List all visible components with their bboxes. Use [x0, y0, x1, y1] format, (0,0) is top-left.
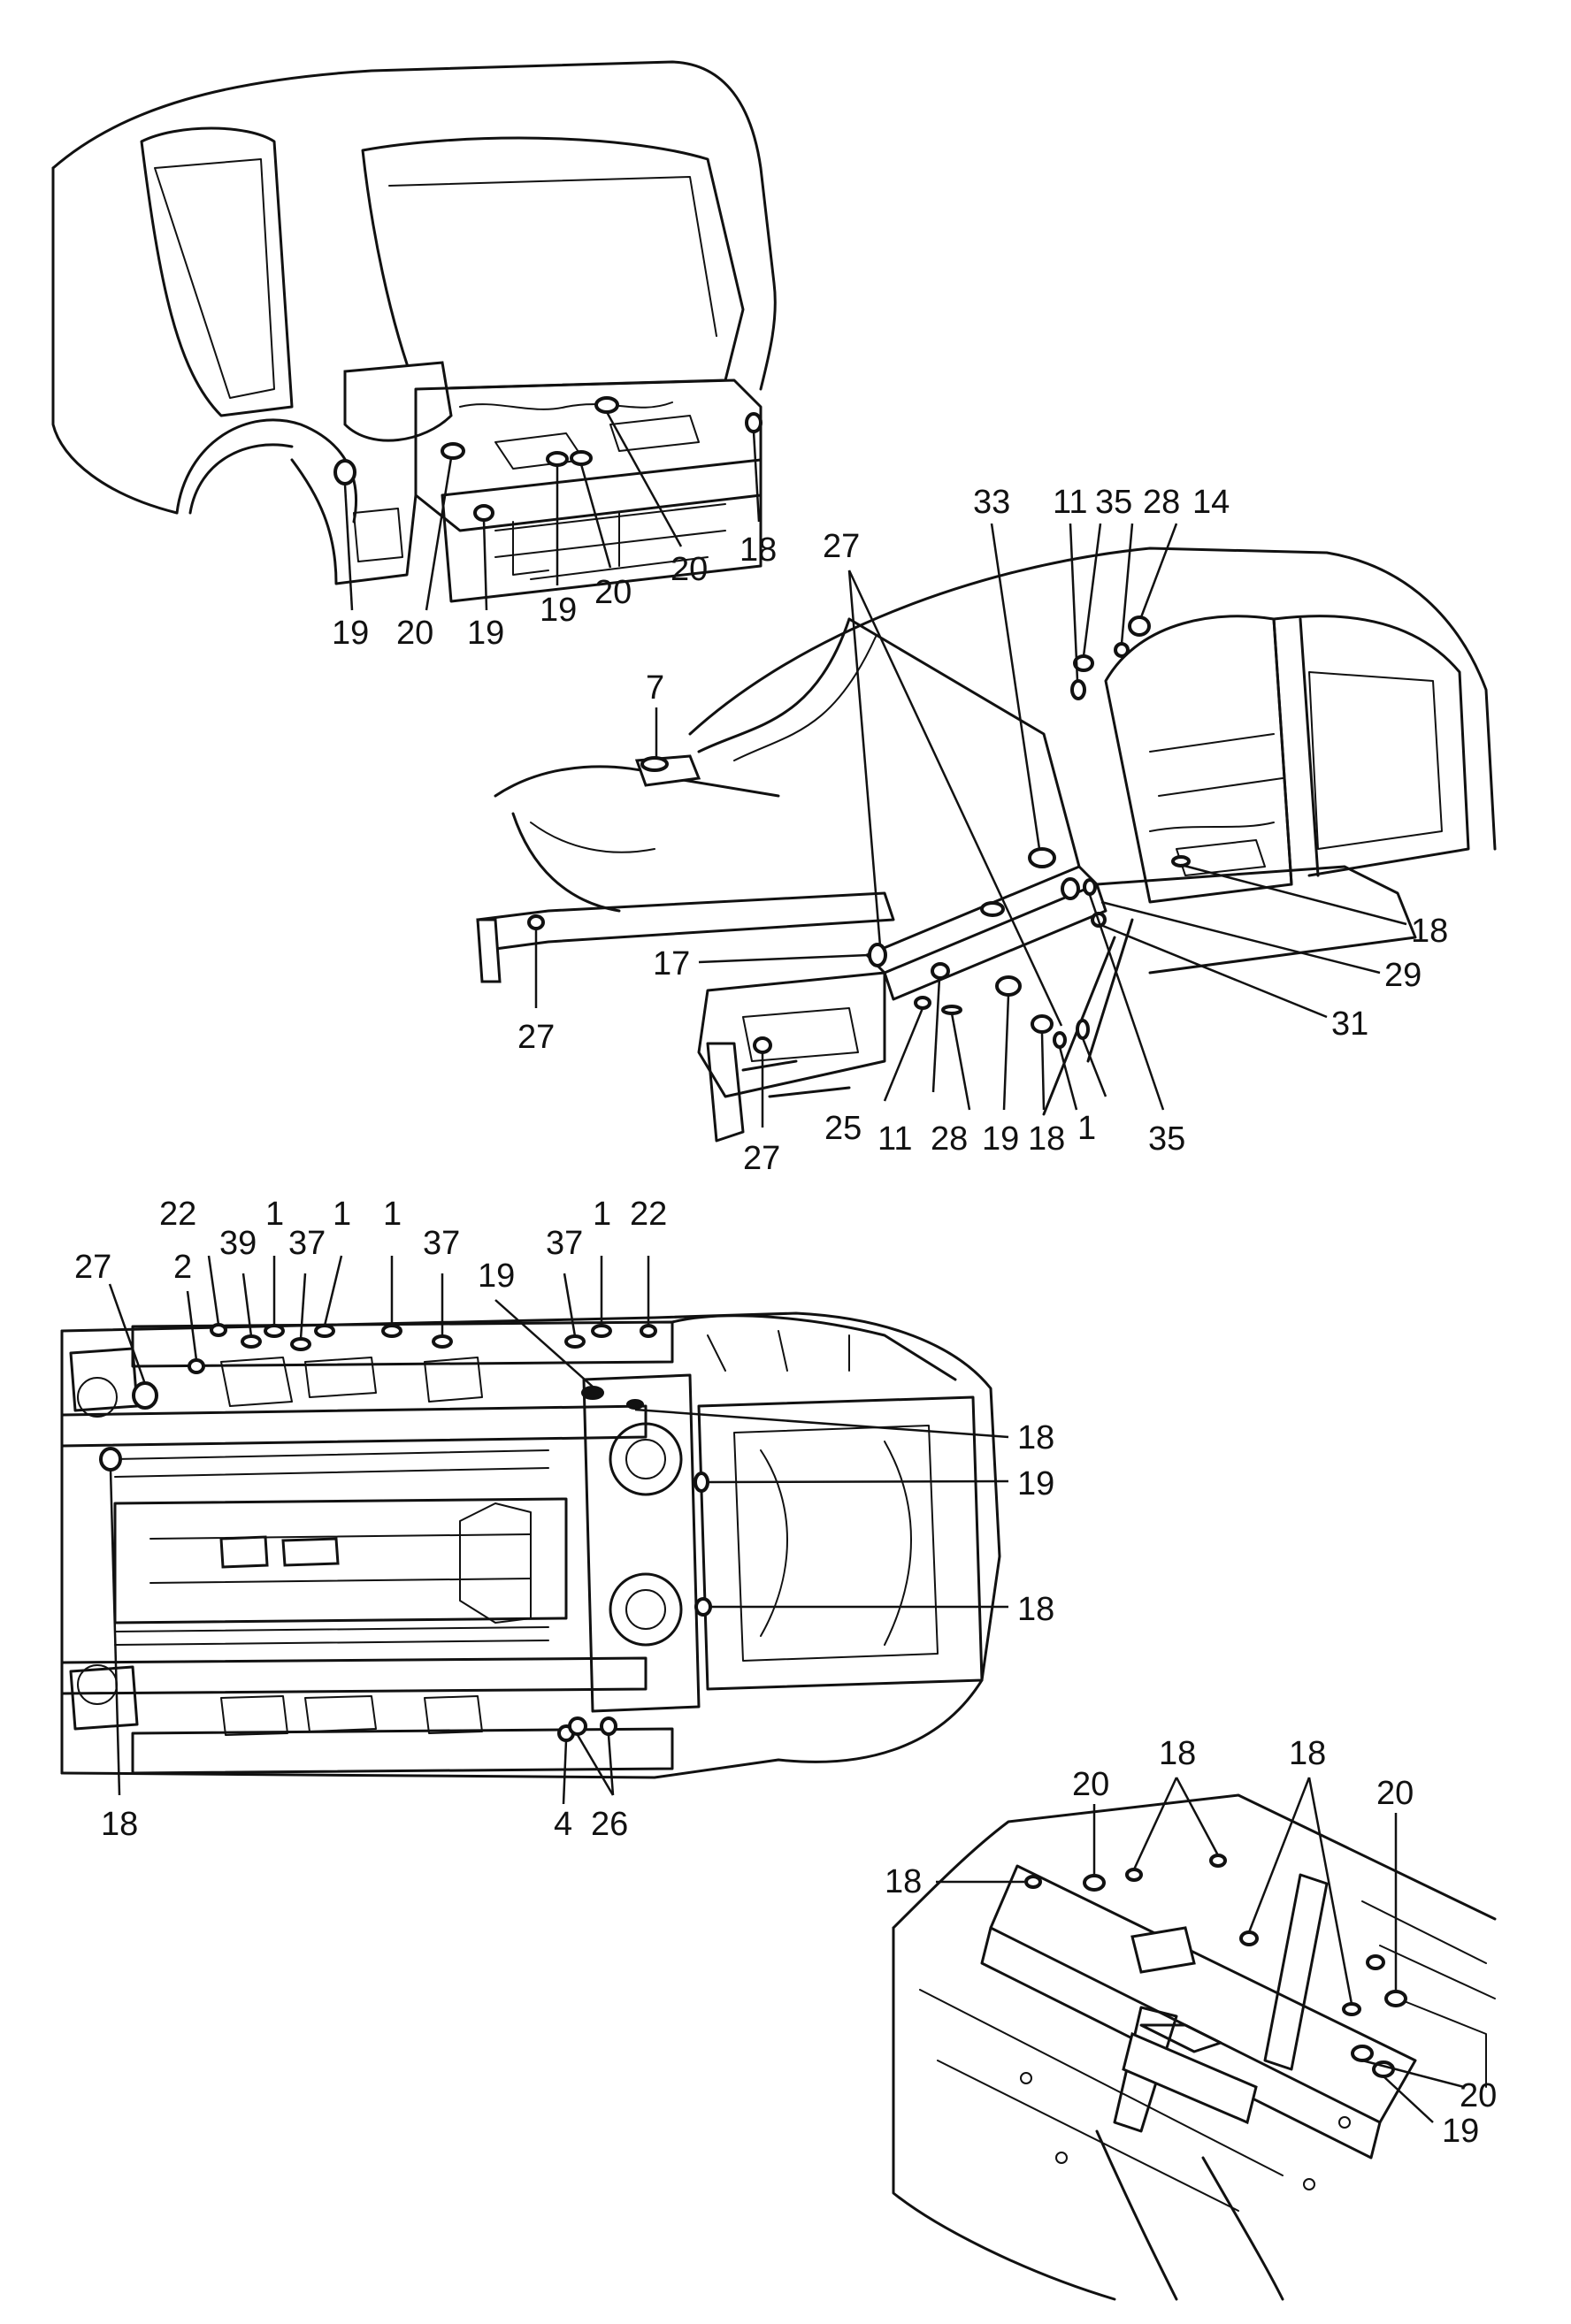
- callout-label: 29: [1384, 957, 1422, 994]
- callout-label: 20: [671, 551, 708, 588]
- callout-label: 27: [517, 1019, 555, 1056]
- callout-label: 19: [982, 1120, 1019, 1158]
- callout-label: 4: [554, 1806, 572, 1843]
- callout-label: 17: [653, 945, 690, 982]
- callout-label: 20: [1460, 2077, 1497, 2114]
- callout-label: 22: [159, 1196, 196, 1233]
- callout-label: 37: [288, 1225, 326, 1262]
- callout-label: 19: [332, 615, 369, 652]
- callout-label: 31: [1331, 1005, 1368, 1043]
- callout-label: 20: [396, 615, 433, 652]
- callout-label: 39: [219, 1225, 257, 1262]
- callout-label: 27: [823, 528, 860, 565]
- callout-label: 18: [885, 1863, 922, 1900]
- callout-label: 26: [591, 1806, 628, 1843]
- callout-label: 18: [1017, 1591, 1054, 1628]
- callout-label: 19: [540, 592, 577, 629]
- callout-label: 37: [423, 1225, 460, 1262]
- callout-label: 1: [1077, 1110, 1096, 1147]
- callout-label: 1: [265, 1196, 284, 1233]
- callout-label: 18: [1411, 913, 1448, 950]
- callout-label: 25: [824, 1110, 862, 1147]
- callout-label: 1: [383, 1196, 402, 1233]
- callout-label: 19: [478, 1258, 515, 1295]
- callout-label: 20: [1376, 1775, 1414, 1812]
- rear-body-view: 19 20 19 19 20 20 18: [51, 60, 777, 652]
- callout-label: 28: [1143, 484, 1180, 521]
- callout-label: 35: [1095, 484, 1132, 521]
- callout-label: 18: [1159, 1735, 1196, 1772]
- callout-label: 19: [467, 615, 504, 652]
- callout-label: 1: [333, 1196, 351, 1233]
- callout-label: 14: [1192, 484, 1230, 521]
- callout-label: 18: [101, 1806, 138, 1843]
- underbody-view: 27 22 2 39 1 37 1 1 37 37 1 22 19 18 19 …: [60, 1196, 1054, 1843]
- callout-label: 18: [1017, 1419, 1054, 1456]
- callout-label: 22: [630, 1196, 667, 1233]
- callout-label: 28: [931, 1120, 968, 1158]
- front-side-view: 7 27 33 11 35 28 14 17 27 27 25 11 28 19…: [476, 484, 1497, 1177]
- callout-label: 33: [973, 484, 1010, 521]
- callout-label: 7: [646, 669, 664, 707]
- callout-label: 2: [173, 1249, 192, 1286]
- callout-label: 18: [1289, 1735, 1326, 1772]
- callout-label: 18: [740, 531, 777, 569]
- callout-label: 27: [743, 1140, 780, 1177]
- callout-label: 37: [546, 1225, 583, 1262]
- callout-label: 35: [1148, 1120, 1185, 1158]
- callout-label: 20: [594, 574, 632, 611]
- callout-label: 11: [1053, 484, 1087, 521]
- floor-detail-view: 18 20 18 18 20 20 19: [885, 1735, 1497, 2301]
- callout-label: 19: [1442, 2113, 1479, 2150]
- callout-label: 20: [1072, 1766, 1109, 1803]
- callout-label: 18: [1028, 1120, 1065, 1158]
- callout-label: 1: [593, 1196, 611, 1233]
- callout-label: 27: [74, 1249, 111, 1286]
- callout-label: 19: [1017, 1465, 1054, 1502]
- callout-label: 11: [877, 1120, 912, 1158]
